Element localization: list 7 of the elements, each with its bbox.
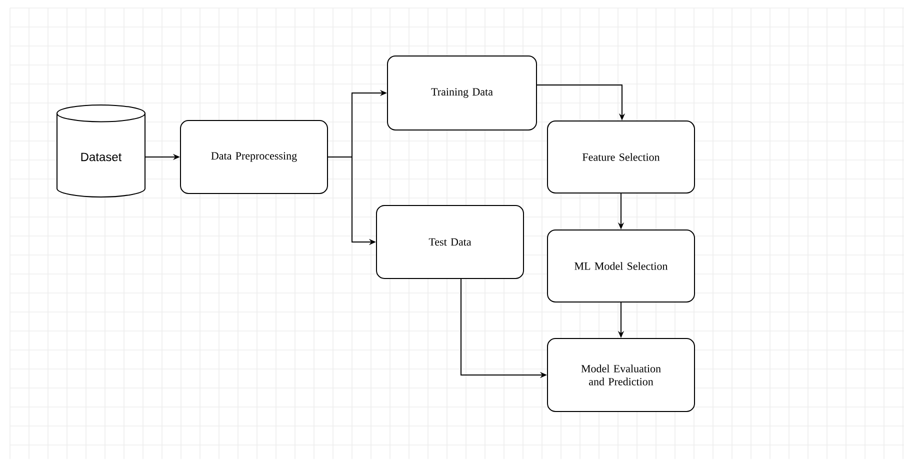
process-box: Data Preprocessing [180,120,328,194]
process-box: ML Model Selection [547,230,695,302]
process-box: Feature Selection [547,120,695,194]
process-box: Training Data [387,56,537,130]
process-box: Model Evaluation and Prediction [547,338,695,412]
database-cylinder: Dataset [56,104,146,198]
process-box: Test Data [376,205,524,279]
